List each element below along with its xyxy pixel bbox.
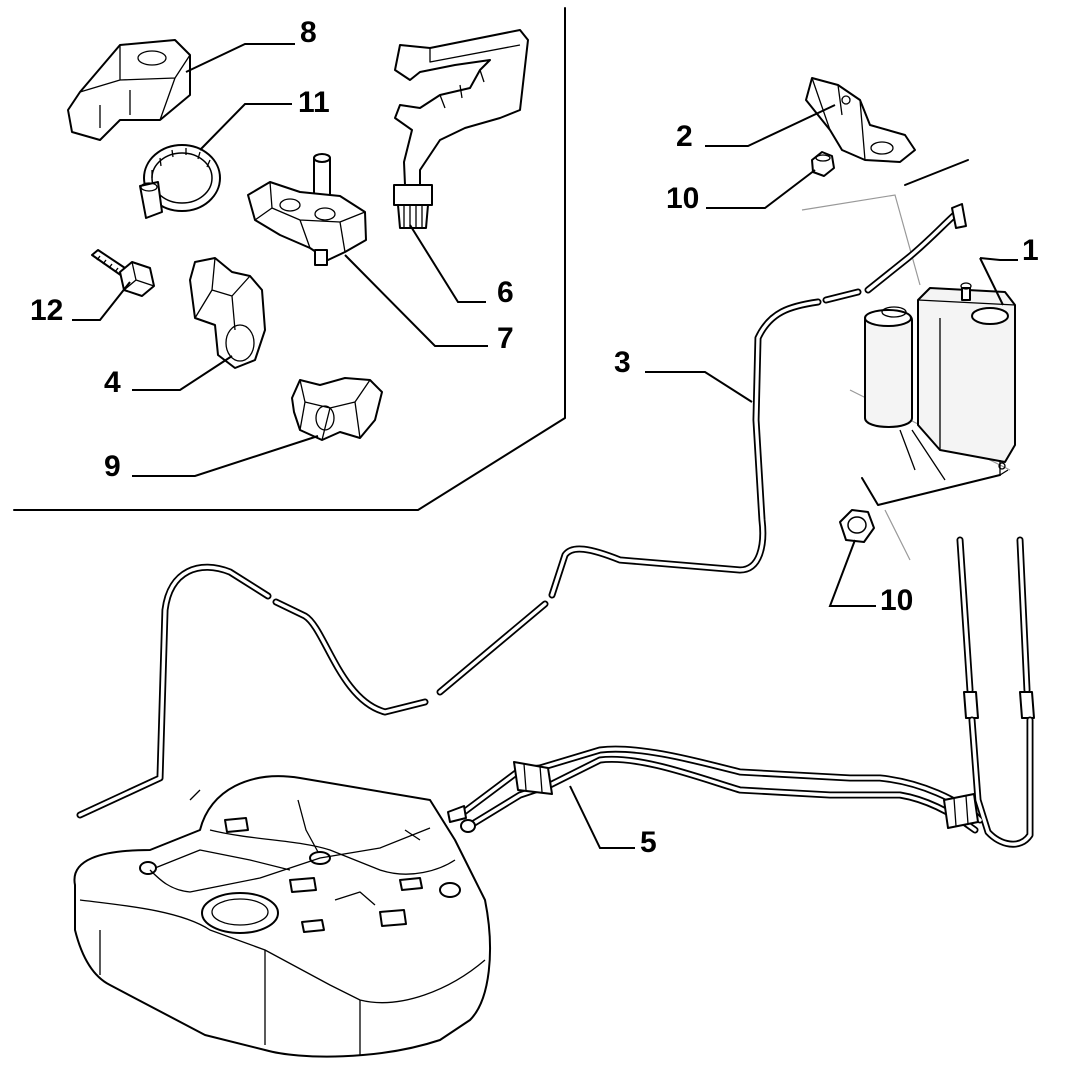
part-10-small-nut xyxy=(811,151,835,177)
callout-6: 6 xyxy=(497,276,514,309)
part-4-clip xyxy=(189,257,266,369)
callout-3: 3 xyxy=(614,346,631,379)
callout-12: 12 xyxy=(30,294,63,327)
callout-4: 4 xyxy=(104,366,121,399)
callout-11: 11 xyxy=(298,86,330,119)
callout-2: 2 xyxy=(676,120,693,153)
callout-10-lower: 10 xyxy=(880,584,913,617)
leader-lines xyxy=(72,43,1018,849)
part-6-bracket xyxy=(393,29,529,229)
part-8-clip-block xyxy=(67,39,191,141)
callout-1: 1 xyxy=(1022,234,1039,267)
part-1-canister xyxy=(801,159,1016,561)
callout-10-upper: 10 xyxy=(666,182,699,215)
callout-7: 7 xyxy=(497,322,514,355)
callout-8: 8 xyxy=(300,16,317,49)
fuel-tank xyxy=(73,775,491,1058)
callout-5: 5 xyxy=(640,826,657,859)
callout-9: 9 xyxy=(104,450,121,483)
part-11-hose-clamp xyxy=(139,144,221,219)
part-2-mounting-bracket xyxy=(805,77,916,163)
hose-3 xyxy=(76,203,967,819)
part-12-bolt xyxy=(91,249,155,297)
hose-canister-outlet xyxy=(956,536,1035,719)
callouts: 8 11 12 4 7 6 9 2 10 1 3 10 5 xyxy=(30,16,1039,859)
part-9-clip xyxy=(291,377,383,441)
part-7-pin-clip xyxy=(247,153,367,266)
part-10-large-nut xyxy=(839,509,875,543)
inset-frame xyxy=(13,7,566,511)
hose-assembly-5 xyxy=(447,716,1034,848)
